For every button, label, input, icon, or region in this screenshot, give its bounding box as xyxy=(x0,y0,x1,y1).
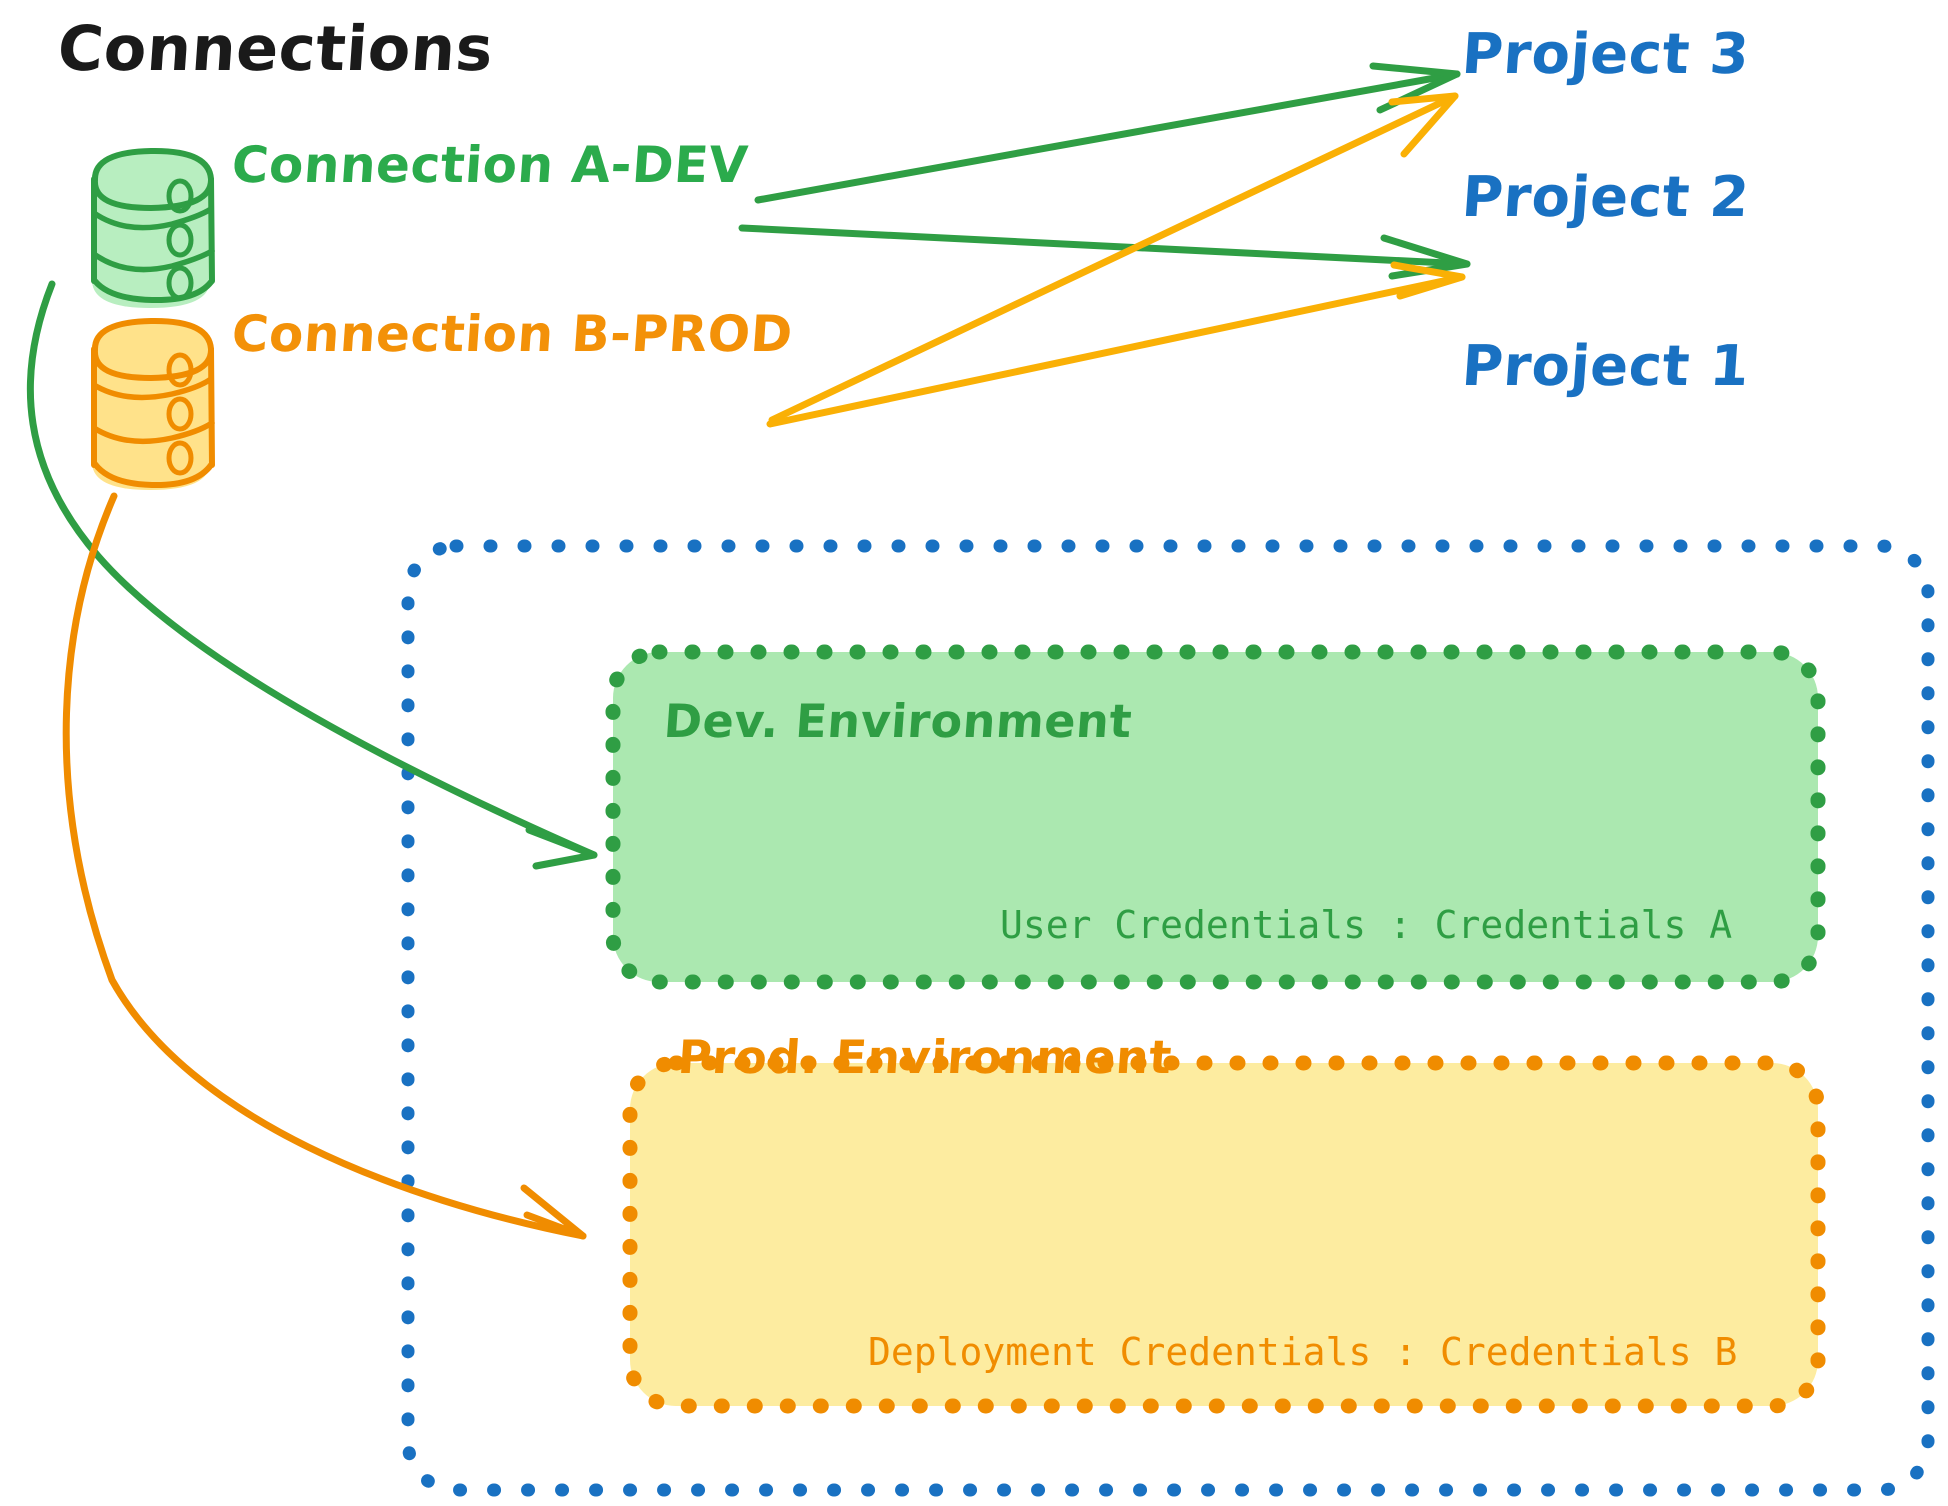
edge-conn-a-to-project-3 xyxy=(754,62,1461,204)
project-3-label[interactable]: Project 3 xyxy=(1459,22,1752,87)
project-2-label[interactable]: Project 2 xyxy=(1459,165,1752,230)
database-icon-connection-b xyxy=(91,317,215,490)
edge-conn-a-to-dev-environment xyxy=(26,280,598,870)
dev-environment-credentials: User Credentials : Credentials A xyxy=(1000,903,1733,947)
edge-conn-b-to-prod-environment xyxy=(62,492,587,1240)
prod-environment-credentials: Deployment Credentials : Credentials B xyxy=(868,1330,1738,1374)
database-icon-connection-a xyxy=(91,147,215,308)
edge-conn-b-to-project-2 xyxy=(766,261,1466,428)
edge-conn-b-to-project-3 xyxy=(768,92,1459,424)
connection-b-label[interactable]: Connection B-PROD xyxy=(229,305,795,363)
edge-conn-a-to-project-2 xyxy=(738,224,1471,280)
prod-environment-title: Prod. Environment xyxy=(676,1030,1174,1084)
project-1-container xyxy=(401,539,1935,1497)
connection-a-label[interactable]: Connection A-DEV xyxy=(229,136,751,194)
dev-environment-title: Dev. Environment xyxy=(662,694,1134,748)
page-title: Connections xyxy=(55,12,496,85)
prod-environment-box xyxy=(622,1055,1826,1414)
project-1-label[interactable]: Project 1 xyxy=(1459,334,1752,399)
dev-environment-box xyxy=(605,644,1826,990)
